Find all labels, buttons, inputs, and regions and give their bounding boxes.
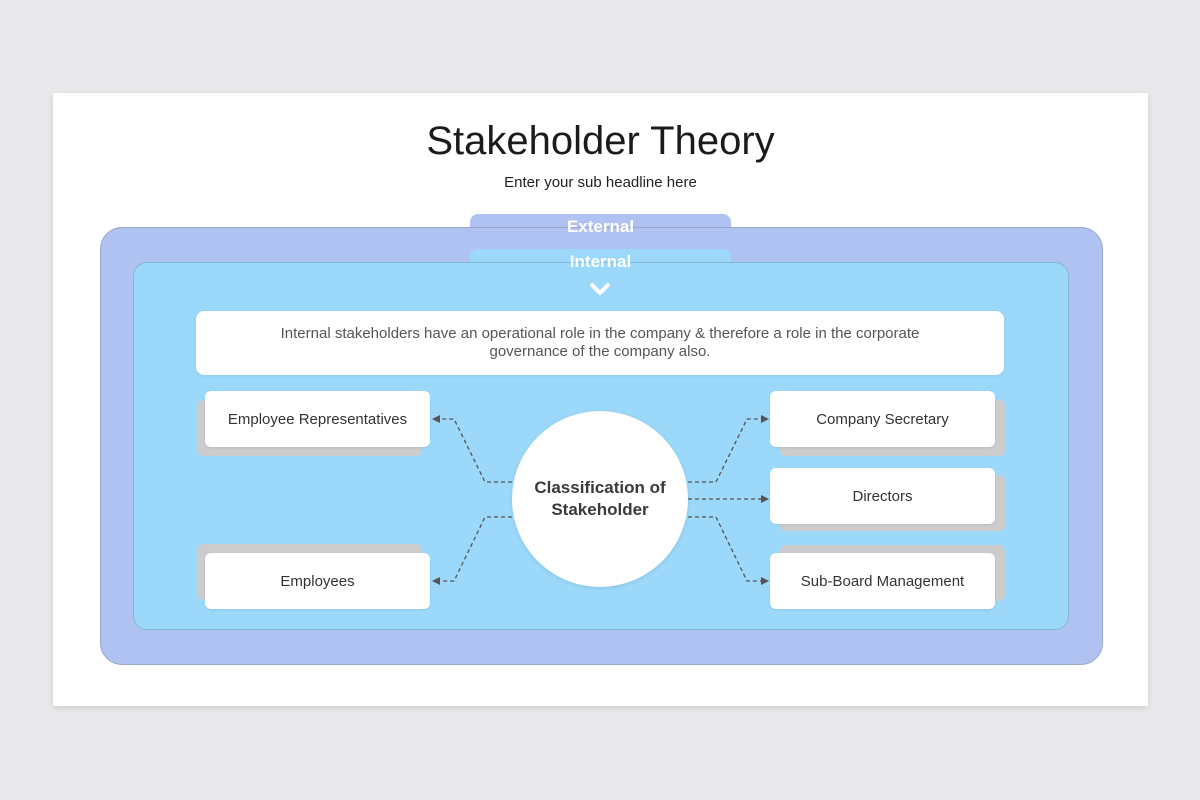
connector-sub-board-management bbox=[688, 516, 769, 585]
node-company-secretary-label: Company Secretary bbox=[816, 410, 949, 428]
connector-company-secretary bbox=[688, 415, 769, 483]
node-employees-label: Employees bbox=[280, 572, 355, 590]
internal-label: Internal bbox=[569, 252, 632, 271]
node-directors: Directors bbox=[770, 468, 995, 524]
center-classification-label: Classification of Stakeholder bbox=[534, 478, 666, 519]
connector-employee-representatives bbox=[432, 415, 512, 483]
node-directors-label: Directors bbox=[852, 487, 913, 505]
connector-employees bbox=[432, 516, 512, 585]
node-sub-board-management: Sub-Board Management bbox=[770, 553, 995, 609]
slide: Stakeholder Theory Enter your sub headli… bbox=[53, 93, 1148, 706]
node-employees: Employees bbox=[205, 553, 430, 609]
external-label: External bbox=[566, 217, 635, 236]
node-sub-board-management-label: Sub-Board Management bbox=[800, 572, 965, 590]
node-employee-representatives: Employee Representatives bbox=[205, 391, 430, 447]
chevron-down-icon bbox=[590, 283, 610, 295]
internal-description: Internal stakeholders have an operationa… bbox=[196, 311, 1004, 375]
internal-description-text: Internal stakeholders have an operationa… bbox=[280, 325, 920, 360]
connector-lines bbox=[432, 415, 769, 585]
slide-subtitle: Enter your sub headline here bbox=[504, 174, 697, 191]
slide-title: Stakeholder Theory bbox=[426, 119, 775, 163]
node-company-secretary: Company Secretary bbox=[770, 391, 995, 447]
center-classification-circle: Classification of Stakeholder bbox=[512, 411, 688, 587]
node-employee-representatives-label: Employee Representatives bbox=[227, 410, 408, 428]
